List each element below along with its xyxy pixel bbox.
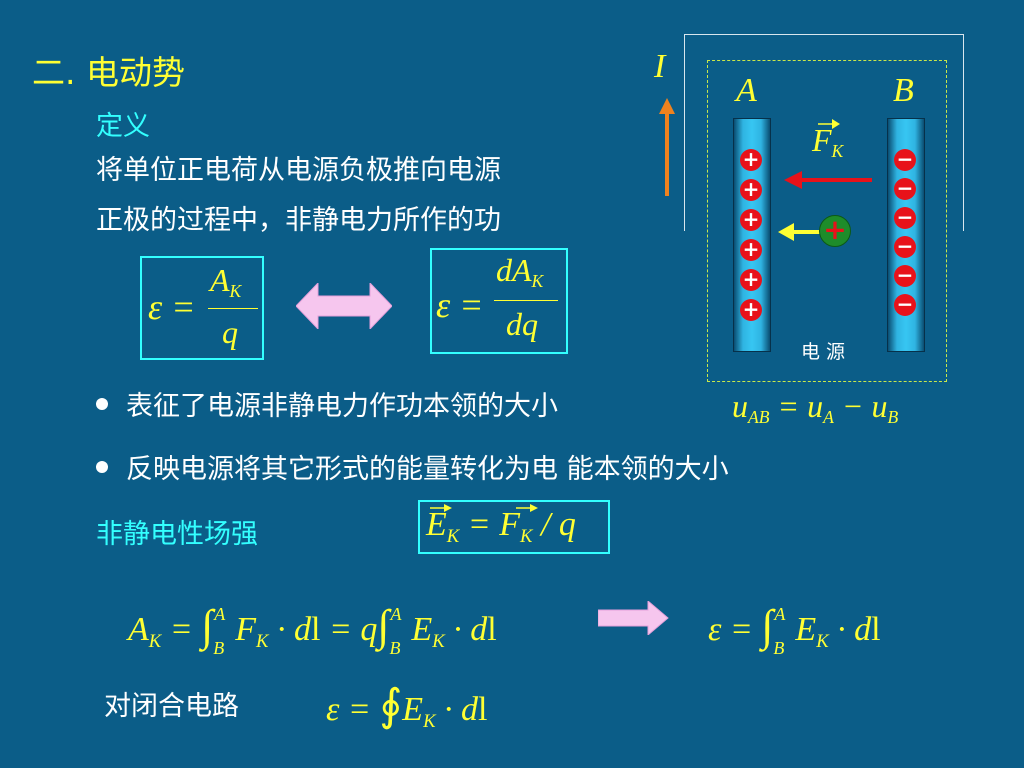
positive-charge: +	[740, 149, 762, 171]
force-arrow-icon	[784, 171, 872, 189]
potential-difference-formula: uAB = uA − uB	[732, 388, 899, 428]
bullet-dot	[96, 398, 108, 410]
closed-loop-emf-formula: ε = ∮EK · dl	[326, 681, 488, 732]
power-source-boundary	[707, 60, 947, 382]
positive-charge: +	[740, 209, 762, 231]
emf-numerator-2: dAK	[496, 252, 544, 292]
emf-denominator-1: q	[222, 314, 238, 350]
vector-arrow-icon	[516, 504, 538, 512]
positive-charge: +	[740, 269, 762, 291]
positive-charge: +	[740, 299, 762, 321]
fraction-bar-2	[494, 300, 558, 301]
field-strength-formula: EK = FK / q	[426, 506, 576, 547]
emf-symbol-1: ε =	[148, 287, 196, 327]
emf-definition-box: ε = AK q	[140, 256, 264, 360]
emf-denominator-2: dq	[506, 306, 538, 342]
negative-charge: −	[894, 294, 916, 316]
plate-a-label: A	[736, 72, 757, 109]
vector-arrow-icon	[430, 504, 452, 512]
emf-symbol-2: ε =	[436, 285, 484, 325]
field-strength-box: EK = FK / q	[418, 500, 610, 554]
double-arrow-icon	[296, 283, 392, 329]
bullet-dot	[96, 461, 108, 473]
definition-label: 定义	[96, 111, 150, 142]
fraction-bar-1	[208, 308, 258, 309]
emf-differential-box: ε = dAK dq	[430, 248, 568, 354]
power-source-label: 电 源	[801, 341, 846, 363]
definition-line-1: 将单位正电荷从电源负极推向电源	[96, 155, 501, 186]
negative-charge: −	[894, 149, 916, 171]
positive-charge: +	[740, 239, 762, 261]
slide-title: 二. 电动势	[32, 53, 185, 92]
negative-charge: −	[894, 178, 916, 200]
closed-circuit-label: 对闭合电路	[104, 691, 239, 722]
circuit-wire	[684, 34, 964, 231]
negative-charge: −	[894, 265, 916, 287]
bullet-text-2: 反映电源将其它形式的能量转化为电 能本领的大小	[126, 454, 729, 485]
field-strength-label: 非静电性场强	[96, 519, 258, 550]
positive-charge: +	[740, 179, 762, 201]
charge-motion-arrow-icon	[778, 223, 824, 241]
definition-line-2: 正极的过程中，非静电力所作的功	[96, 205, 501, 236]
bullet-text-1: 表征了电源非静电力作功本领的大小	[126, 391, 558, 422]
plate-b-label: B	[893, 72, 914, 109]
current-symbol: I	[654, 48, 666, 85]
force-label: FK	[812, 122, 844, 162]
negative-charge: −	[894, 207, 916, 229]
right-arrow-icon	[598, 601, 669, 635]
vector-arrow-icon	[818, 119, 840, 129]
negative-charge: −	[894, 236, 916, 258]
test-charge: +	[819, 215, 851, 247]
current-arrow-icon	[659, 98, 675, 196]
emf-numerator-1: AK	[210, 262, 242, 302]
